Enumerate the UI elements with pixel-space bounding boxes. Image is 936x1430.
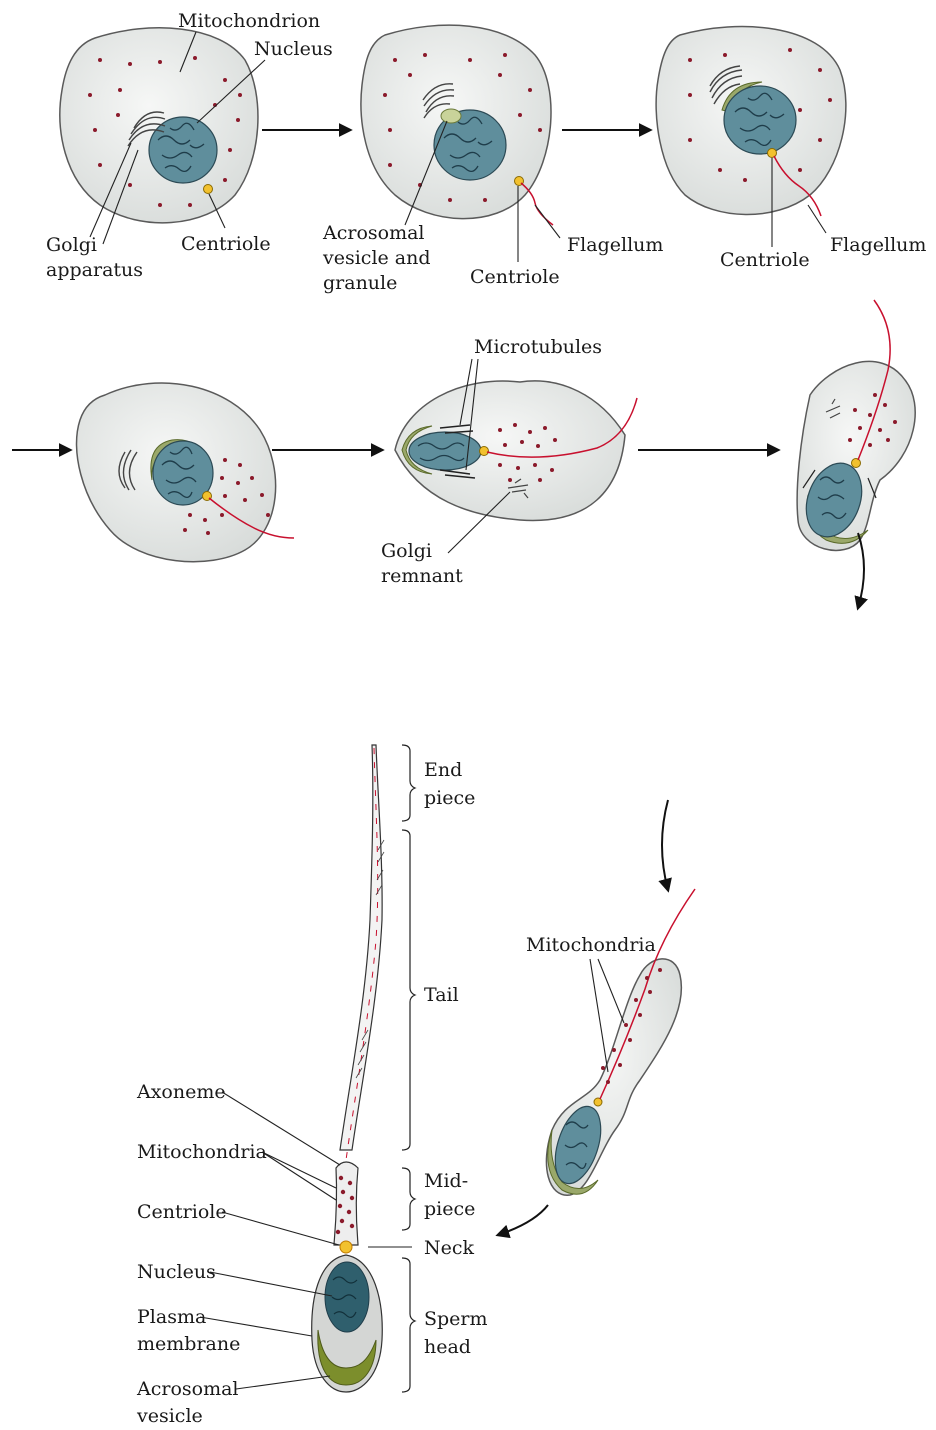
brace-midpiece <box>402 1168 415 1230</box>
label-centriole: Centriole <box>137 1201 227 1223</box>
label-mitochondria: Mitochondria <box>137 1141 267 1163</box>
label-midpiece-1: Mid- <box>424 1170 468 1192</box>
label-midpiece-2: piece <box>424 1198 475 1220</box>
arrow-7-to-sperm <box>498 1205 548 1235</box>
label-sperm-head-1: Sperm <box>424 1308 488 1330</box>
label-golgi-apparatus-1: Golgi <box>46 234 97 256</box>
label-centriole: Centriole <box>181 233 271 255</box>
label-microtubules: Microtubules <box>474 336 602 358</box>
nucleus <box>409 432 481 470</box>
centriole <box>204 185 213 194</box>
label-golgi-remnant-1: Golgi <box>381 540 432 562</box>
braces <box>402 745 415 1392</box>
label-axoneme: Axoneme <box>136 1081 226 1103</box>
centriole <box>480 447 489 456</box>
stage-4-cell <box>77 383 294 562</box>
stage-2-cell <box>361 25 553 225</box>
label-end-piece-1: End <box>424 759 462 781</box>
stage-1-cell <box>60 28 258 223</box>
stage-5-cell <box>395 381 637 521</box>
label-plasma-membrane-2: membrane <box>137 1333 240 1355</box>
centriole <box>768 149 777 158</box>
label-acrosomal-1: Acrosomal <box>322 222 425 244</box>
label-acrosomal-vesicle-2: vesicle <box>136 1405 203 1427</box>
label-acrosomal-3: granule <box>323 272 397 294</box>
label-centriole: Centriole <box>720 249 810 271</box>
neck-centriole <box>340 1241 352 1253</box>
mature-sperm <box>312 745 384 1392</box>
label-neck: Neck <box>424 1237 475 1259</box>
brace-tail <box>402 830 415 1150</box>
cell-membrane <box>60 28 258 223</box>
nucleus <box>149 117 217 183</box>
label-centriole: Centriole <box>470 266 560 288</box>
label-acrosomal-2: vesicle and <box>322 247 431 269</box>
centriole <box>852 459 861 468</box>
label-golgi-remnant-2: remnant <box>381 565 463 587</box>
label-acrosomal-vesicle-1: Acrosomal <box>136 1378 239 1400</box>
label-nucleus: Nucleus <box>254 38 333 60</box>
brace-end-piece <box>402 745 415 821</box>
arrow-6-down <box>858 533 864 608</box>
arrow-into-7 <box>662 800 668 890</box>
label-nucleus: Nucleus <box>137 1261 216 1283</box>
flow-arrows <box>12 130 864 1235</box>
label-mitochondria: Mitochondria <box>526 934 656 956</box>
label-plasma-membrane-1: Plasma <box>137 1306 206 1328</box>
stage-6-cell <box>797 300 916 550</box>
label-golgi-apparatus-2: apparatus <box>46 259 143 281</box>
label-end-piece-2: piece <box>424 787 475 809</box>
label-flagellum: Flagellum <box>567 234 663 256</box>
acrosomal-granule <box>441 109 461 123</box>
label-tail: Tail <box>424 984 459 1006</box>
brace-sperm-head <box>402 1258 415 1392</box>
stage-3-cell <box>656 27 846 216</box>
centriole <box>594 1098 602 1106</box>
label-mitochondrion: Mitochondrion <box>178 10 320 32</box>
head-nucleus <box>325 1262 369 1332</box>
label-sperm-head-2: head <box>424 1336 471 1358</box>
label-flagellum: Flagellum <box>830 234 926 256</box>
